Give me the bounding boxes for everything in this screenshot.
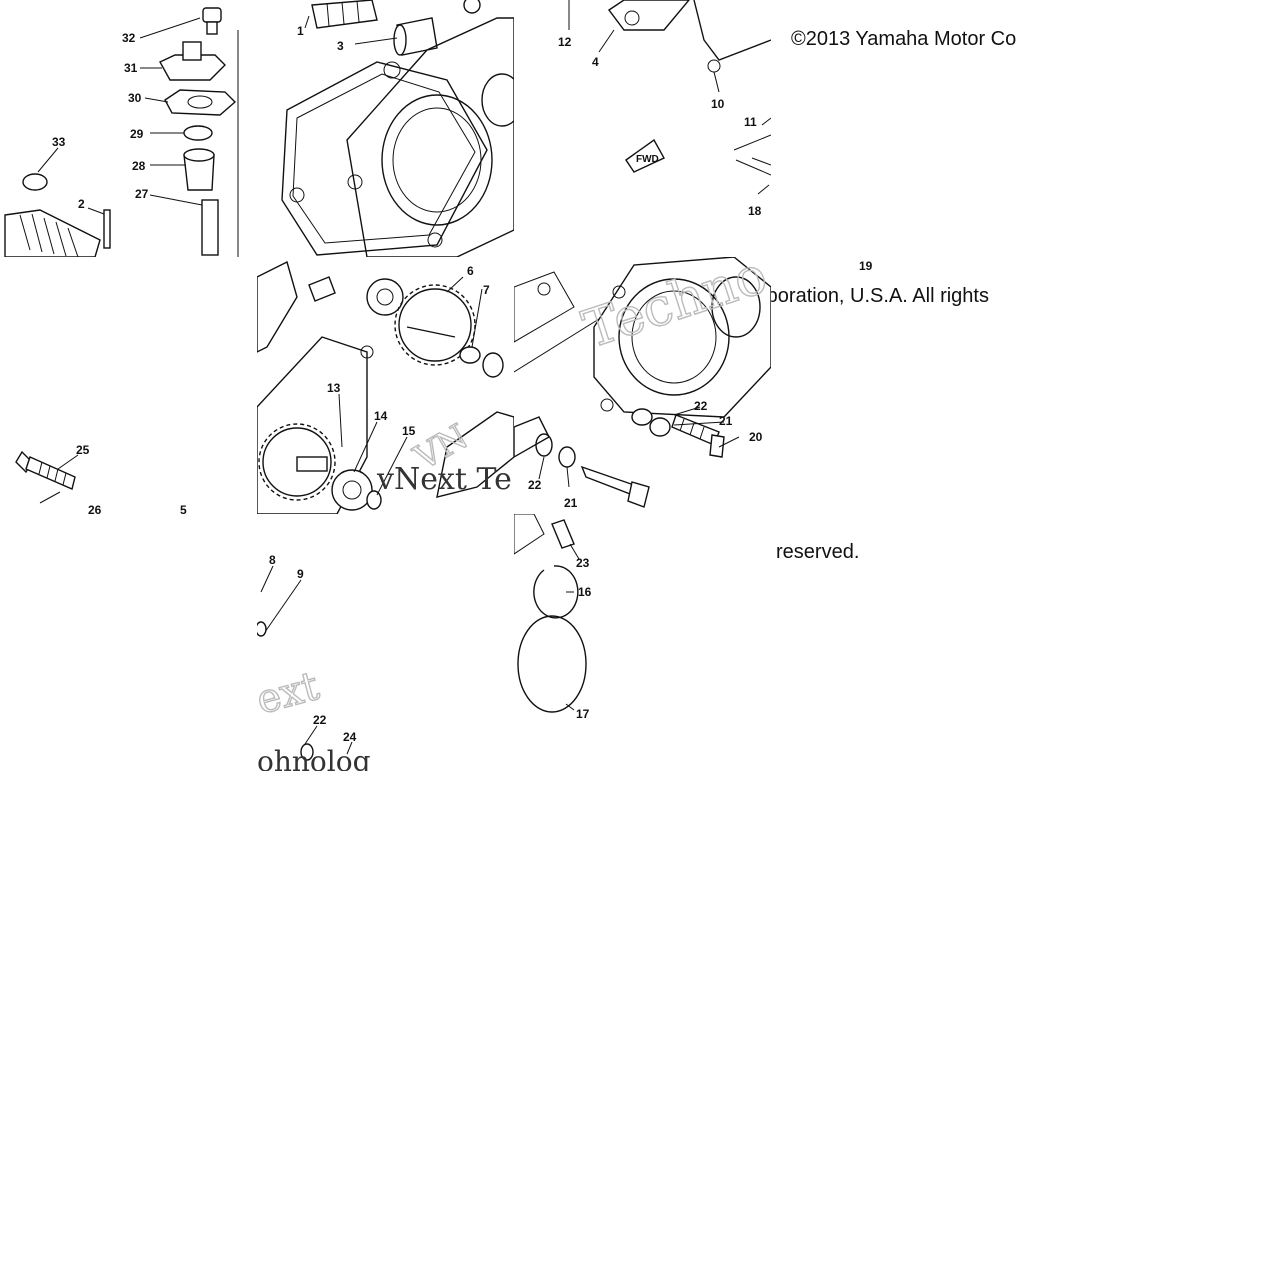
cover-gasket-outer (281, 61, 488, 256)
diagram-tile-bolt: 25 26 5 (0, 257, 257, 514)
callout-33: 33 (52, 135, 66, 149)
callout-1: 1 (297, 24, 304, 38)
watermark-text-a: Techno (576, 257, 771, 361)
callout-11: 11 (744, 115, 757, 129)
shaft-1 (311, 0, 378, 29)
diagram-tile-crankcase-cover: 1 3 (257, 0, 514, 257)
seal-9 (257, 621, 267, 637)
callout-22b: 22 (528, 478, 542, 492)
callout-18: 18 (748, 204, 762, 218)
callout-5: 5 (180, 503, 187, 514)
callout-10: 10 (711, 97, 725, 111)
callout-21b: 21 (564, 496, 578, 510)
diagram-tile-pump-parts: 32 31 30 29 28 27 33 2 (0, 0, 257, 257)
bolt-20 (671, 414, 725, 458)
callout-20: 20 (749, 430, 763, 444)
diagram-tile-housing-bolts: 22 21 20 22 21 Techno (514, 257, 771, 514)
gear-13 (258, 423, 336, 501)
callout-21: 21 (719, 414, 733, 428)
fitting-31 (159, 41, 226, 81)
washer-33 (22, 173, 48, 191)
gear-6 (394, 284, 476, 366)
gasket-10 (693, 0, 771, 73)
cover-4 (607, 0, 690, 31)
bolt-32 (202, 7, 222, 35)
copyright-line-1: ©2013 Yamaha Motor Co (791, 28, 1017, 50)
bushing-28 (183, 148, 215, 191)
plug-bolt (308, 276, 336, 302)
bolt-23 (551, 519, 575, 549)
pin-18 (733, 134, 771, 195)
callout-19: 19 (859, 259, 873, 273)
callout-22: 22 (694, 399, 708, 413)
seal-29 (183, 125, 213, 141)
diagram-tile-gears: 6 7 13 14 15 vNext Te VN (257, 257, 514, 514)
callout-3: 3 (337, 39, 344, 53)
callout-8b: 8 (269, 553, 276, 567)
crank-arm (436, 411, 514, 498)
callout-29: 29 (130, 127, 144, 141)
callout-16: 16 (578, 585, 592, 599)
callout-19-wrap: 19 (859, 259, 873, 273)
watermark-text-d: ohnolog (257, 745, 371, 771)
callout-9: 9 (297, 567, 304, 581)
gasket-30 (164, 89, 237, 116)
washer-21b (558, 446, 576, 468)
watermark-text-b: vNext Te (376, 462, 512, 497)
gasket-housing (514, 257, 771, 418)
callout-7: 7 (483, 283, 490, 297)
washer-7 (459, 346, 481, 364)
copyright-line-2: rporation, U.S.A. All rights (760, 285, 989, 307)
circlip (482, 352, 504, 378)
copyright-line-3: reserved. (776, 541, 860, 563)
callout-24: 24 (343, 730, 357, 744)
bolt-20b (580, 465, 650, 508)
seal-15 (366, 490, 382, 510)
diagram-tile-lower-parts: 8 9 22 24 ext ohnolog (257, 514, 375, 771)
o-ring-17 (517, 615, 587, 713)
bearing-upper (366, 278, 404, 316)
washer-22c (300, 743, 314, 761)
callout-26: 26 (88, 503, 102, 514)
gasket-left (257, 336, 374, 514)
fwd-arrow: FWD (625, 138, 665, 173)
diagram-tile-fwd-cover: FWD 12 4 10 11 18 (514, 0, 771, 257)
washer-22 (631, 408, 653, 426)
callout-2: 2 (78, 197, 85, 211)
bolt-25 (15, 450, 76, 490)
fwd-label: FWD (636, 154, 659, 165)
callout-32: 32 (122, 31, 136, 45)
callout-13: 13 (327, 381, 341, 395)
callout-31: 31 (124, 61, 138, 75)
callout-28: 28 (132, 159, 146, 173)
callout-22c: 22 (313, 713, 327, 727)
callout-14: 14 (374, 409, 388, 423)
callout-4: 4 (592, 55, 599, 69)
worm-shaft-2 (4, 209, 111, 257)
callout-23: 23 (576, 556, 590, 570)
callout-27: 27 (135, 187, 149, 201)
callout-25: 25 (76, 443, 90, 457)
shaft-27 (201, 199, 219, 256)
callout-12: 12 (558, 35, 572, 49)
callout-15: 15 (402, 424, 416, 438)
bushing-3 (393, 17, 438, 56)
washer-21 (649, 417, 671, 437)
callout-6: 6 (467, 264, 474, 278)
diagram-tile-rings: 23 16 17 (514, 514, 632, 724)
callout-17: 17 (576, 707, 590, 721)
crankcase-cover (346, 0, 514, 257)
circlip-16 (533, 565, 579, 619)
callout-30: 30 (128, 91, 142, 105)
bearing-14 (331, 469, 373, 511)
